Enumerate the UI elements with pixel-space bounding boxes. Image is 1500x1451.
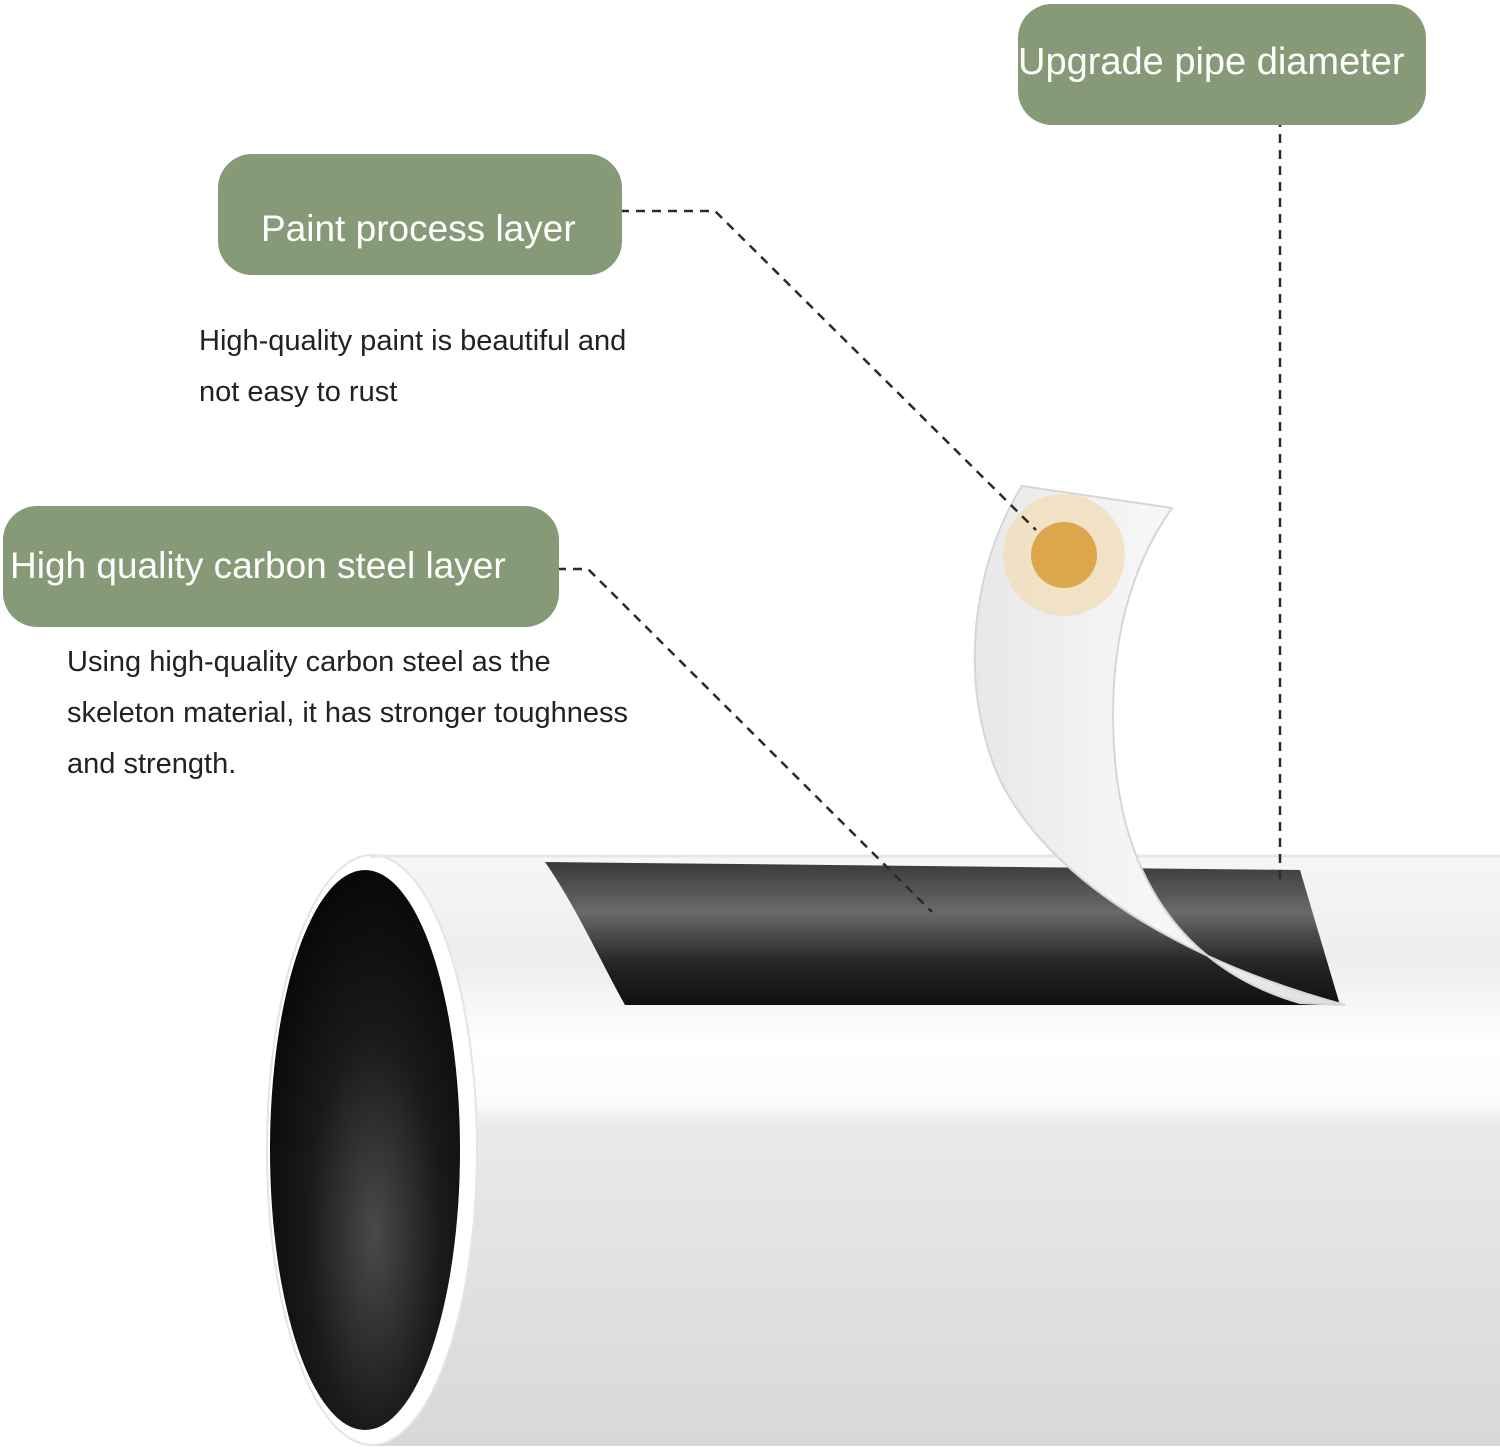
steel-description-line: Using high-quality carbon steel as the (67, 646, 551, 678)
pipe-end-opening (270, 870, 460, 1430)
label-carbon-steel-layer: High quality carbon steel layer (3, 506, 559, 627)
label-carbon-steel-layer-text: High quality carbon steel layer (10, 544, 506, 586)
label-paint-process-layer: Paint process layer (218, 154, 622, 275)
paint-description-line: not easy to rust (199, 376, 398, 408)
paint-description-line: High-quality paint is beautiful and (199, 325, 627, 357)
label-upgrade-pipe-diameter-text: Upgrade pipe diameter (1018, 41, 1405, 83)
paint-layer-marker (1031, 522, 1097, 588)
steel-core-exposed (545, 862, 1340, 1005)
paint-layer-description: High-quality paint is beautiful and not … (199, 316, 719, 418)
steel-description-line: skeleton material, it has stronger tough… (67, 697, 628, 729)
steel-description-line: and strength. (67, 748, 237, 780)
label-paint-process-layer-text: Paint process layer (261, 207, 576, 249)
leader-line-paint (604, 209, 1037, 531)
label-upgrade-pipe-diameter: Upgrade pipe diameter (1018, 4, 1426, 125)
steel-layer-description: Using high-quality carbon steel as the s… (67, 637, 727, 790)
